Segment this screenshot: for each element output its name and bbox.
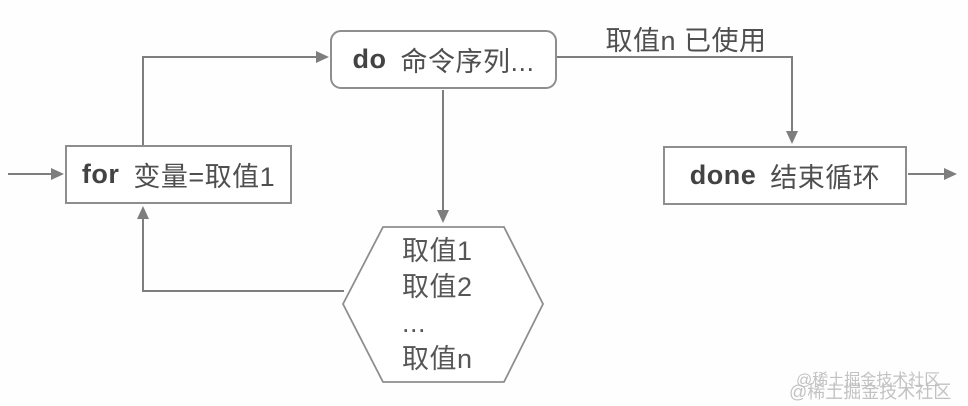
for-to-do-line	[142, 56, 316, 145]
for-to-do-arrowhead	[316, 51, 329, 63]
do-to-done-line	[557, 56, 793, 131]
value-line-1: 取值1	[402, 236, 473, 266]
value-line-n: 取值n	[402, 344, 473, 374]
done-label: 结束循环	[770, 163, 881, 193]
value-line-ellipsis: ...	[402, 308, 427, 338]
entry-arrowhead	[51, 168, 64, 180]
do-node: do 命令序列...	[330, 30, 557, 89]
watermark-text-2: @稀土掘金技术社区	[789, 382, 952, 402]
values-list: 取值1 取值2 ... 取值n	[402, 233, 512, 377]
for-label: 变量=取值1	[133, 162, 276, 192]
watermark-text-1: @稀土掘金技术社区	[796, 372, 941, 389]
values-hexagon	[341, 226, 545, 383]
value-line-2: 取值2	[402, 272, 473, 302]
do-to-values-arrowhead	[437, 210, 449, 223]
values-to-for-line	[142, 219, 344, 292]
for-node: for 变量=取值1	[65, 145, 292, 204]
values-to-for-arrowhead	[137, 206, 149, 219]
do-to-done-arrowhead	[786, 131, 798, 144]
done-node: done 结束循环	[663, 146, 907, 205]
done-keyword: done	[689, 160, 757, 190]
for-keyword: for	[81, 159, 120, 189]
do-to-done-edge-label: 取值n 已使用	[605, 26, 767, 56]
do-label: 命令序列...	[400, 47, 535, 77]
do-keyword: do	[352, 44, 387, 74]
done-exit-arrowhead	[944, 168, 957, 180]
